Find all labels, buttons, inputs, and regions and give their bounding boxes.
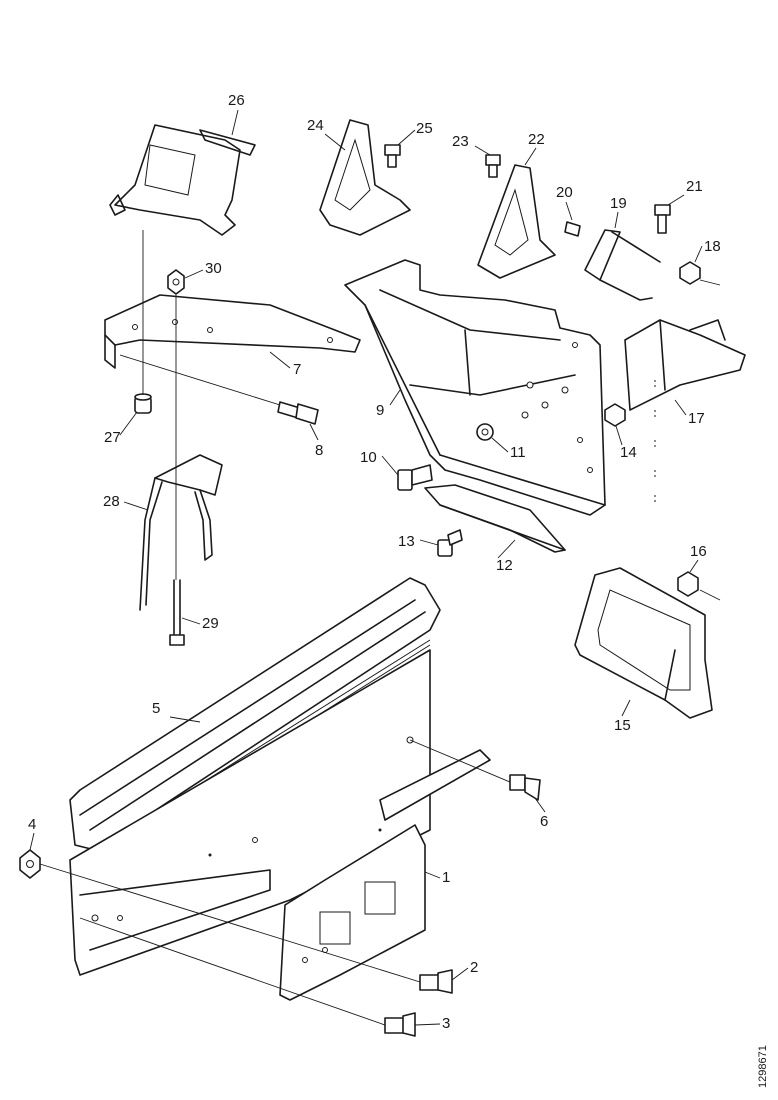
callout-leaders — [29, 109, 703, 1026]
callout-27: 27 — [104, 429, 121, 446]
callout-29: 29 — [202, 615, 219, 632]
callout-21: 21 — [686, 178, 703, 195]
part-22-bracket — [477, 164, 556, 279]
callout-4: 4 — [28, 816, 36, 833]
part-12-plate — [424, 484, 566, 553]
callout-20: 20 — [556, 184, 573, 201]
part-16-nut — [677, 571, 699, 597]
lower-panel — [69, 649, 491, 976]
part-28-bracket — [139, 454, 223, 611]
callout-23: 23 — [452, 133, 469, 150]
callout-24: 24 — [307, 117, 324, 134]
callout-12: 12 — [496, 557, 513, 574]
part-21-bolt — [654, 204, 671, 234]
callout-5: 5 — [152, 700, 160, 717]
part-25-bolt — [384, 144, 401, 168]
part-15-handle — [574, 567, 713, 719]
callout-6: 6 — [540, 813, 548, 830]
callout-8: 8 — [315, 442, 323, 459]
part-8-bolt — [277, 401, 319, 425]
part-1-plate — [279, 824, 426, 1001]
part-27-bushing — [134, 393, 152, 414]
callout-11: 11 — [510, 444, 526, 461]
part-29-stud — [169, 579, 185, 646]
part-11-nut — [476, 423, 494, 441]
callout-3: 3 — [442, 1015, 450, 1032]
part-26-bracket — [109, 124, 256, 236]
callout-13: 13 — [398, 533, 415, 550]
callout-16: 16 — [690, 543, 707, 560]
callout-14: 14 — [620, 444, 637, 461]
callout-18: 18 — [704, 238, 721, 255]
part-7-plate — [104, 294, 361, 369]
part-6-bolt — [509, 774, 541, 801]
part-2-bolt — [419, 969, 453, 994]
part-19-strap — [584, 229, 661, 301]
part-13-bolt — [437, 529, 463, 557]
part-10-bolt — [397, 464, 433, 491]
callout-9: 9 — [376, 402, 384, 419]
part-17-bracket — [624, 319, 746, 411]
part-20-bolt — [564, 221, 581, 237]
callout-17: 17 — [688, 410, 705, 427]
part-30-nut — [167, 269, 185, 295]
document-reference-number: 1298671 — [757, 1045, 769, 1088]
callout-1: 1 — [442, 869, 450, 886]
part-23-bolt — [485, 154, 501, 178]
callout-2: 2 — [470, 959, 478, 976]
part-24-bracket — [319, 119, 411, 236]
callout-labels: 1 2 3 4 5 6 7 8 9 10 11 12 13 14 15 16 1… — [28, 92, 721, 1032]
callout-7: 7 — [293, 361, 301, 378]
callout-26: 26 — [228, 92, 245, 109]
part-4-nut — [19, 849, 41, 879]
callout-30: 30 — [205, 260, 222, 277]
callout-25: 25 — [416, 120, 433, 137]
callout-15: 15 — [614, 717, 631, 734]
callout-10: 10 — [360, 449, 377, 466]
callout-22: 22 — [528, 131, 545, 148]
part-9-main-bracket — [344, 259, 606, 516]
part-3-bolt — [384, 1012, 416, 1037]
part-18-nut — [679, 261, 701, 285]
callout-28: 28 — [103, 493, 120, 510]
part-14-nut — [604, 403, 626, 427]
callout-19: 19 — [610, 195, 627, 212]
